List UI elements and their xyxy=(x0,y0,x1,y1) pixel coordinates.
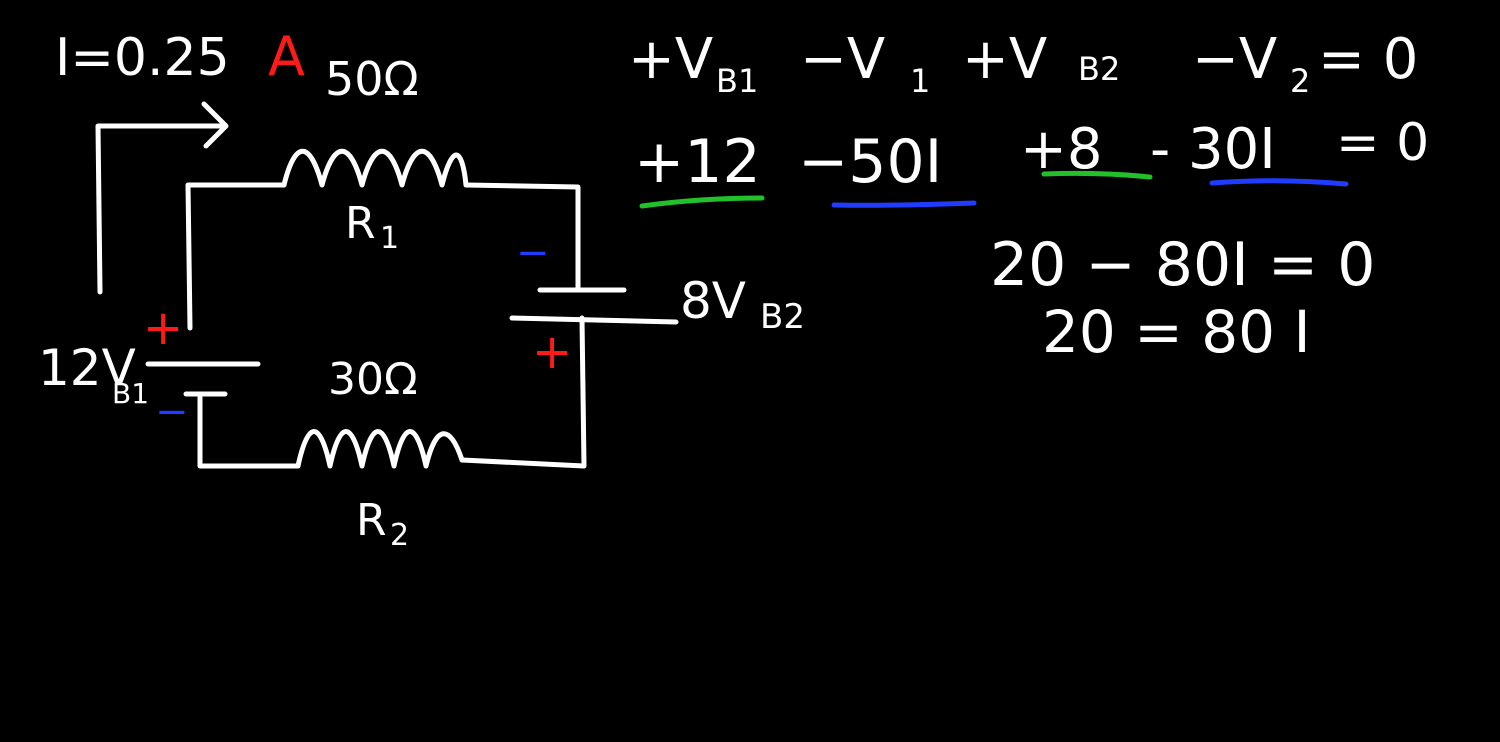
underline-green-8 xyxy=(1041,170,1153,180)
current-unit: A xyxy=(268,25,305,88)
b1-minus-sign: − xyxy=(155,389,189,435)
circuit-diagram: I=0.25 A 50Ω R 1 12V B1 + − 30Ω R 2 8V B… xyxy=(38,25,805,553)
term-plus-12: +12 xyxy=(634,127,761,197)
r2-subscript: 2 xyxy=(390,518,409,553)
r2-label: R xyxy=(356,495,387,546)
b1-value: 12V xyxy=(38,339,136,397)
equations: +V B1 −V 1 +V B2 −V 2 = 0 +12 −50I +8 - … xyxy=(628,27,1429,366)
kvl-equation: +V B1 −V 1 +V B2 −V 2 = 0 xyxy=(628,27,1418,100)
r1-value: 50Ω xyxy=(325,52,419,106)
r2-value: 30Ω xyxy=(328,354,418,405)
battery-b2-long-plate xyxy=(509,315,679,325)
left-bottom-wire xyxy=(197,391,301,469)
kvl-term-v1: −V xyxy=(800,27,885,92)
result-equation: 20 = 80 I xyxy=(1042,298,1311,366)
b2-value: 8V xyxy=(680,272,746,330)
kvl-term-v2: −V xyxy=(1192,27,1277,92)
r1-subscript: 1 xyxy=(380,221,399,256)
underline-green-12 xyxy=(639,195,765,209)
resistor-r1 xyxy=(281,149,469,188)
substituted-rhs: = 0 xyxy=(1336,113,1429,173)
kvl-term-vb2: +V xyxy=(962,27,1047,92)
term-minus-50i: −50I xyxy=(798,127,942,197)
kvl-term-v2-sub: 2 xyxy=(1290,62,1310,100)
current-label: I=0.25 xyxy=(55,28,230,88)
current-arrow xyxy=(95,101,229,295)
kvl-rhs: = 0 xyxy=(1318,27,1418,92)
term-minus-30i: - 30I xyxy=(1150,117,1276,182)
kvl-term-vb1: +V xyxy=(628,27,713,92)
simplified-equation: 20 − 80I = 0 xyxy=(990,230,1375,300)
b1-subscript: B1 xyxy=(112,377,149,410)
left-top-wire xyxy=(185,182,287,331)
b2-minus-sign: − xyxy=(516,230,550,276)
b2-subscript: B2 xyxy=(760,297,805,337)
kvl-term-v1-sub: 1 xyxy=(910,62,930,100)
right-top-wire xyxy=(463,182,581,291)
resistor-r2 xyxy=(295,429,465,469)
underline-blue-50i xyxy=(831,200,977,208)
b2-plus-sign: + xyxy=(532,324,572,380)
kvl-term-vb1-sub: B1 xyxy=(716,62,758,100)
kvl-term-vb2-sub: B2 xyxy=(1078,50,1120,88)
right-bottom-wire xyxy=(459,315,587,469)
r1-label: R xyxy=(345,198,376,249)
underline-blue-30i xyxy=(1209,178,1349,187)
b1-plus-sign: + xyxy=(143,300,183,356)
substituted-equation: +12 −50I +8 - 30I = 0 xyxy=(634,113,1429,209)
